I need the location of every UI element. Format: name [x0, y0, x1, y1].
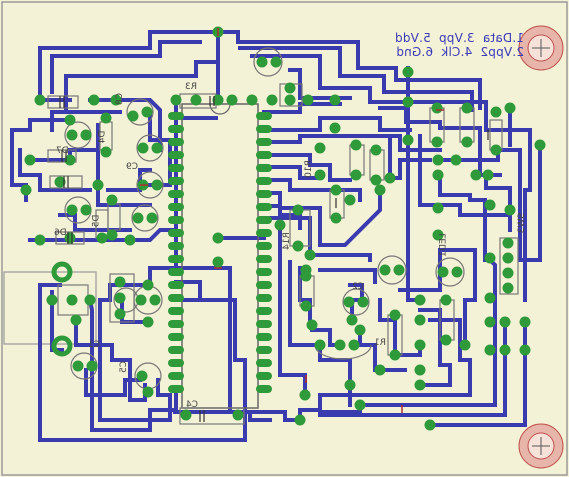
ref-sw3: SW3 — [517, 212, 528, 234]
mounting-hole-bottom-right — [518, 423, 564, 469]
component-symbols — [59, 96, 489, 422]
ref-c1: C1 — [88, 340, 101, 350]
dip-right-pins — [256, 112, 272, 393]
pin-legend-line-1: 1.Data 3.Vpp 5.Vdd — [394, 31, 524, 45]
ref-d4: D4 — [97, 130, 108, 144]
pin-legend-line-2: 2.Vpp2 4.Clk 6.Gnd — [396, 45, 524, 59]
component-pads — [20, 26, 546, 431]
ref-d5: D5 — [91, 214, 102, 228]
ref-r10: R10 — [303, 160, 314, 178]
dip-left-pins — [168, 112, 184, 393]
programmer-pin-legend: 1.Data 3.Vpp 5.Vdd 2.Vpp2 4.Clk 6.Gnd — [362, 31, 524, 59]
ref-r14: R14 — [281, 232, 292, 250]
ref-d7: D7 — [56, 146, 69, 156]
ref-r3: R3 — [185, 82, 197, 92]
ref-c5: C5 — [119, 360, 130, 374]
ref-d6: D6 — [54, 228, 67, 238]
ref-c2: C2 — [352, 282, 365, 292]
junctions — [140, 28, 444, 413]
ref-led1: LED1 — [438, 233, 449, 257]
ref-r1: R1 — [374, 338, 386, 348]
ref-c9: C9 — [126, 162, 139, 172]
ref-c8: C8 — [115, 92, 126, 106]
ref-c4: C4 — [186, 400, 199, 410]
mounting-hole-top-right — [518, 25, 564, 71]
